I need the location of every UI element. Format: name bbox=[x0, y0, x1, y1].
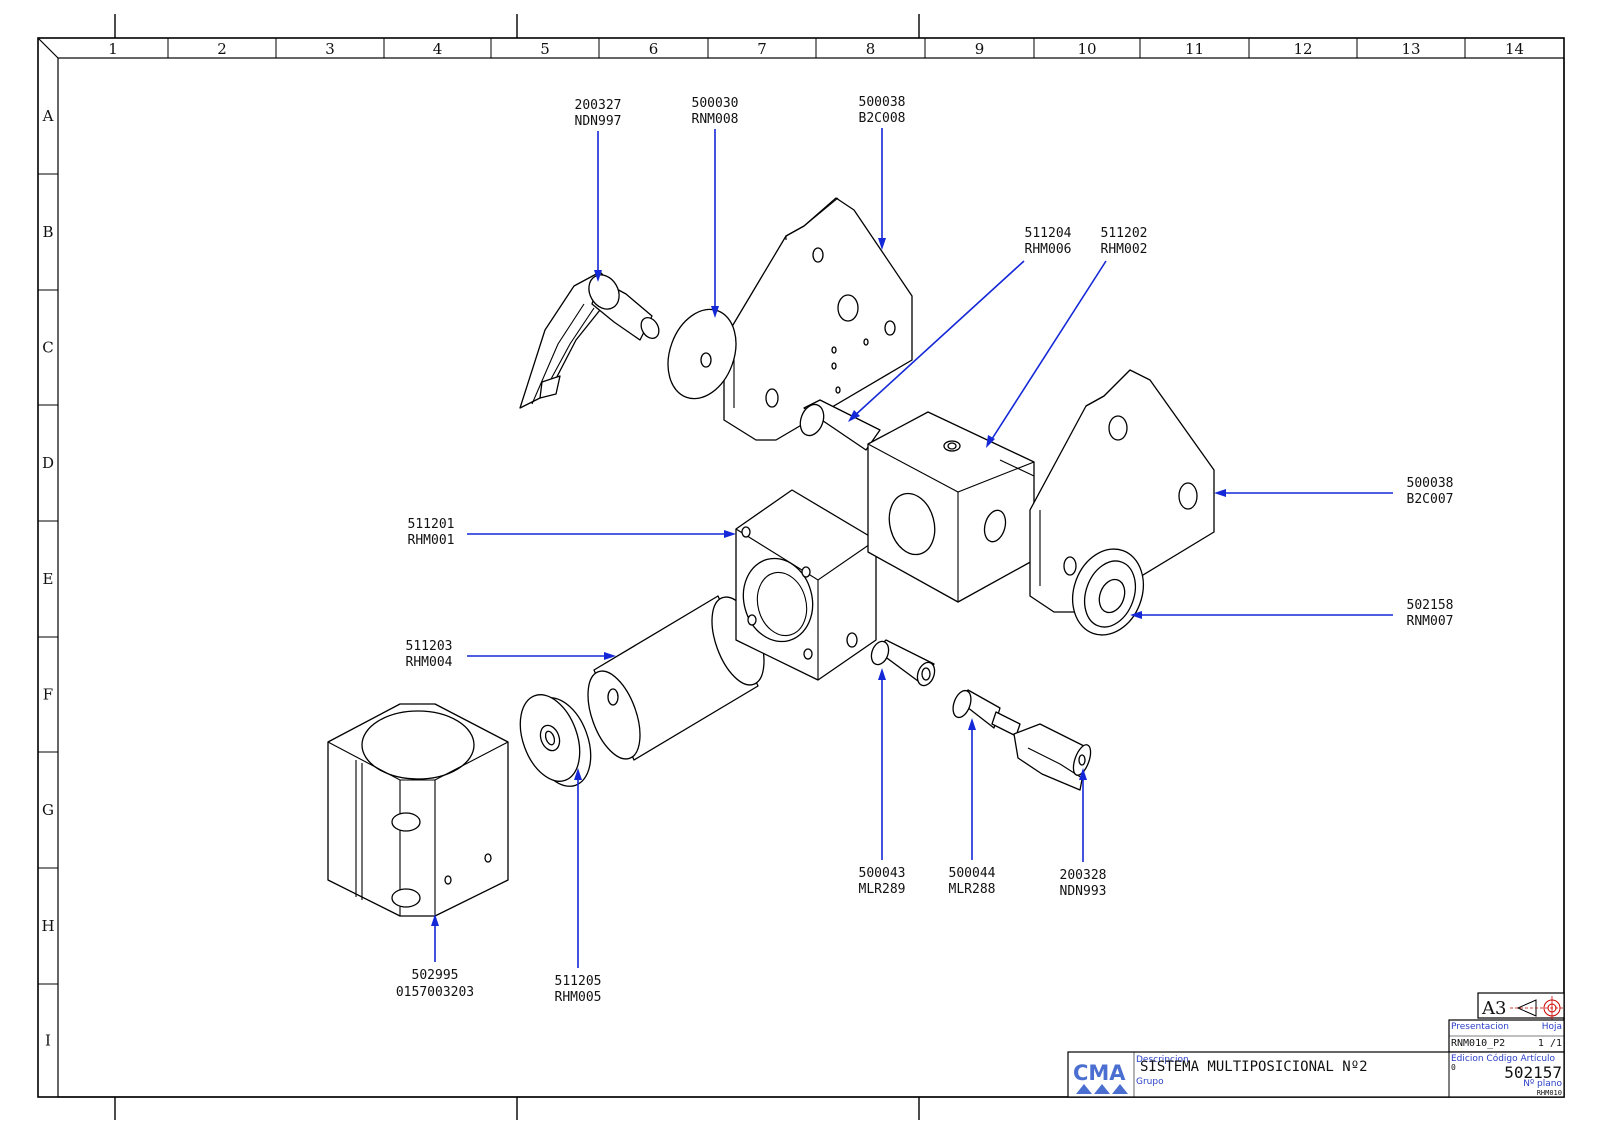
callout-ref: RNM007 bbox=[1407, 614, 1454, 629]
clamping-lever-part bbox=[519, 271, 660, 409]
presentacion-value: RNM010_P2 bbox=[1451, 1038, 1505, 1049]
hoja-value: 1 /1 bbox=[1538, 1038, 1562, 1049]
callout-code: 500044 bbox=[949, 866, 996, 881]
row-label: E bbox=[43, 570, 54, 588]
column-label: 12 bbox=[1293, 40, 1312, 58]
column-label: 4 bbox=[433, 40, 443, 58]
callout-labels: 200327 NDN997 500030 RNM008 500038 B2C00… bbox=[396, 95, 1454, 1005]
callout-code: 511202 bbox=[1101, 226, 1148, 241]
edicion-value: 0 bbox=[1451, 1063, 1456, 1072]
column-label: 1 bbox=[108, 40, 118, 58]
column-label: 9 bbox=[975, 40, 985, 58]
edicion-label: Edicion Código Artículo bbox=[1451, 1053, 1556, 1064]
callout-code: 500038 bbox=[859, 95, 906, 110]
triangular-plate-part-2 bbox=[1029, 369, 1215, 613]
pin-part bbox=[952, 689, 1021, 737]
callout-ref: MLR288 bbox=[949, 882, 996, 897]
callout-ref: 0157003203 bbox=[396, 985, 474, 1000]
sheet-format: A3 bbox=[1481, 998, 1506, 1019]
callout-ref: MLR289 bbox=[859, 882, 906, 897]
logo-text: CMA bbox=[1073, 1061, 1126, 1085]
callout-ref: RHM005 bbox=[555, 990, 602, 1005]
exploded-assembly bbox=[327, 197, 1215, 917]
column-label: 11 bbox=[1185, 40, 1204, 58]
row-grid: A B C D E F G H I bbox=[38, 107, 58, 1050]
callout-code: 502995 bbox=[412, 968, 459, 983]
callout-code: 500038 bbox=[1407, 476, 1454, 491]
projection-symbol-icon bbox=[1510, 996, 1564, 1020]
column-label: 13 bbox=[1401, 40, 1420, 58]
row-label: F bbox=[43, 686, 53, 704]
flanged-washer-part bbox=[1072, 548, 1144, 636]
centering-marks bbox=[114, 14, 920, 1120]
callout-ref: RNM008 bbox=[692, 112, 739, 127]
callout-ref: NDN993 bbox=[1060, 884, 1107, 899]
row-label: I bbox=[45, 1032, 51, 1050]
callout-code: 500043 bbox=[859, 866, 906, 881]
column-label: 10 bbox=[1077, 40, 1096, 58]
column-label: 7 bbox=[757, 40, 767, 58]
row-label: C bbox=[42, 339, 53, 357]
descripcion-label: Descripcion bbox=[1136, 1055, 1189, 1065]
format-box bbox=[1477, 992, 1565, 1019]
column-label: 6 bbox=[649, 40, 659, 58]
hoja-label: Hoja bbox=[1542, 1022, 1562, 1032]
square-block-part bbox=[735, 489, 877, 681]
callout-ref: RHM001 bbox=[408, 533, 455, 548]
knob-handle-part bbox=[1013, 723, 1092, 791]
callout-ref: RHM004 bbox=[406, 655, 453, 670]
callout-code: 502158 bbox=[1407, 598, 1454, 613]
callout-ref: RHM002 bbox=[1101, 242, 1148, 257]
row-label: B bbox=[42, 223, 53, 241]
row-label: G bbox=[42, 801, 54, 819]
column-label: 3 bbox=[325, 40, 335, 58]
column-label: 5 bbox=[540, 40, 550, 58]
inner-border bbox=[57, 57, 1565, 1098]
callout-code: 511204 bbox=[1025, 226, 1072, 241]
shaft-part bbox=[799, 399, 881, 451]
plano-value: RHM010 bbox=[1537, 1089, 1562, 1097]
company-logo: CMA bbox=[1073, 1061, 1128, 1094]
drawing-title: SISTEMA MULTIPOSICIONAL Nº2 bbox=[1140, 1059, 1368, 1075]
row-label: A bbox=[42, 107, 54, 125]
grupo-label: Grupo bbox=[1136, 1077, 1164, 1087]
callout-code: 511201 bbox=[408, 517, 455, 532]
callout-code: 200328 bbox=[1060, 868, 1107, 883]
row-label: D bbox=[42, 454, 54, 472]
disc-washer-part bbox=[667, 308, 737, 400]
callout-code: 200327 bbox=[575, 98, 622, 113]
cube-block-part bbox=[867, 411, 1035, 603]
callout-code: 511205 bbox=[555, 974, 602, 989]
column-label: 14 bbox=[1505, 40, 1524, 58]
hex-clamp-part bbox=[327, 703, 509, 917]
callout-code: 500030 bbox=[692, 96, 739, 111]
callout-ref: B2C008 bbox=[859, 111, 906, 126]
bushing-part bbox=[870, 639, 936, 687]
leader-lines bbox=[431, 128, 1393, 968]
title-block: A3 Presentacion Hoja RNM010_P2 1 /1 Edic… bbox=[1067, 992, 1565, 1098]
callout-ref: NDN997 bbox=[575, 114, 622, 129]
presentacion-label: Presentacion bbox=[1451, 1022, 1509, 1032]
washer-part bbox=[519, 694, 592, 787]
triangular-plate-part bbox=[723, 197, 913, 441]
callout-ref: B2C007 bbox=[1407, 492, 1454, 507]
callout-ref: RHM006 bbox=[1025, 242, 1072, 257]
callout-code: 511203 bbox=[406, 639, 453, 654]
column-label: 2 bbox=[217, 40, 227, 58]
article-code: 502157 bbox=[1504, 1063, 1562, 1082]
column-label: 8 bbox=[866, 40, 876, 58]
row-label: H bbox=[41, 917, 54, 935]
plano-label: Nº plano bbox=[1523, 1079, 1562, 1089]
